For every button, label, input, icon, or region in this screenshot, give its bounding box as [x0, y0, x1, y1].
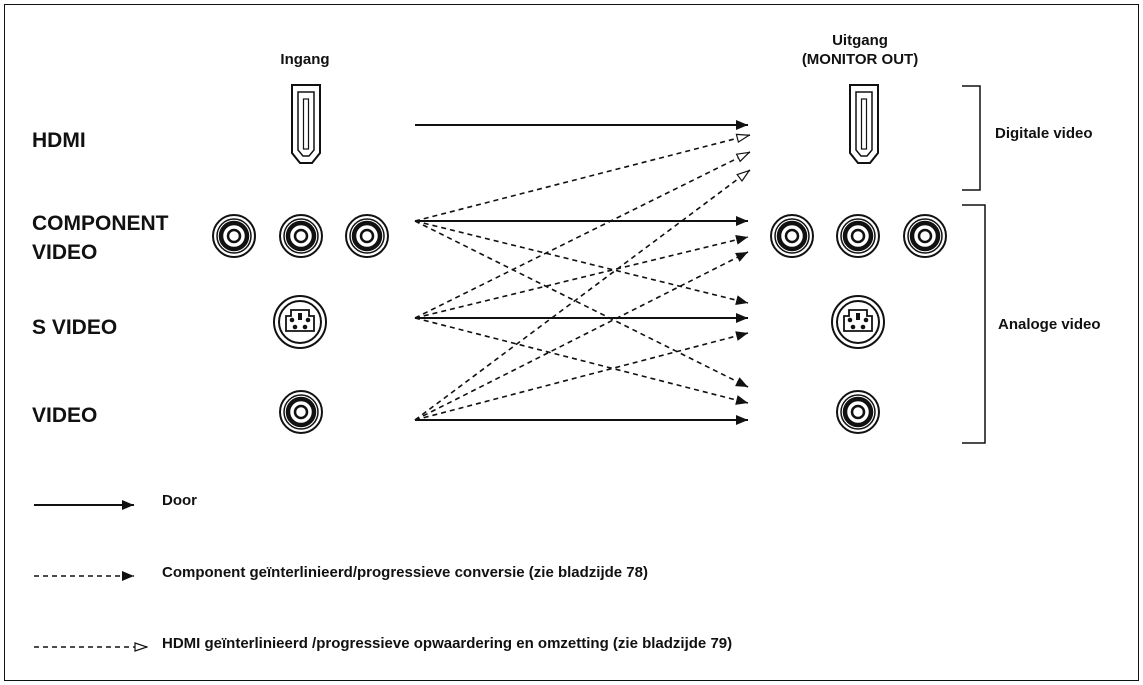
row-label-component-line1: COMPONENT	[32, 212, 169, 235]
component-input-jack	[280, 215, 322, 257]
svideo-output-connector	[831, 295, 885, 349]
row-label-video: VIDEO	[32, 404, 98, 427]
output-header-line2: (MONITOR OUT)	[801, 51, 919, 68]
component-conversion-arrow	[414, 251, 749, 421]
video-output-jack	[837, 391, 879, 433]
output-header-line1: Uitgang	[832, 32, 888, 49]
video-input-jack	[280, 391, 322, 433]
row-label-hdmi: HDMI	[32, 129, 86, 152]
group-label-analog: Analoge video	[998, 316, 1101, 333]
component-input-jack	[346, 215, 388, 257]
input-header: Ingang	[280, 51, 330, 68]
hdmi-upscaling-arrow	[414, 151, 750, 319]
group-label-digital: Digitale video	[995, 125, 1093, 142]
diagram-frame	[4, 4, 1139, 681]
legend-text-through: Door	[162, 492, 197, 509]
digital-video-bracket	[962, 85, 981, 191]
component-conversion-arrow	[414, 220, 749, 388]
hdmi-upscaling-arrow	[414, 169, 750, 421]
row-label-svideo: S VIDEO	[32, 316, 118, 339]
analog-video-bracket	[962, 204, 986, 444]
component-output-jack	[904, 215, 946, 257]
svideo-input-connector	[273, 295, 327, 349]
component-conversion-arrow	[414, 234, 749, 319]
legend-text-component-conversion: Component geïnterlinieerd/progressieve c…	[162, 564, 648, 581]
row-label-component-line2: VIDEO	[32, 241, 98, 264]
hdmi-input-connector	[291, 84, 321, 164]
hdmi-upscaling-arrow	[414, 135, 750, 222]
component-input-jack	[213, 215, 255, 257]
component-conversion-arrow	[414, 220, 749, 305]
legend-text-hdmi-upscaling: HDMI geïnterlinieerd /progressieve opwaa…	[162, 635, 733, 652]
component-conversion-arrow	[414, 317, 749, 405]
component-output-jack	[837, 215, 879, 257]
hdmi-output-connector	[849, 84, 879, 164]
component-conversion-arrow	[414, 331, 749, 421]
component-output-jack	[771, 215, 813, 257]
